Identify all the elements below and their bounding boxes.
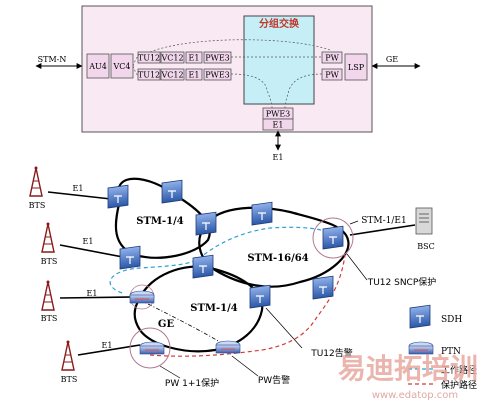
ge-label: GE bbox=[386, 55, 398, 64]
bts-tower-icon bbox=[41, 222, 55, 253]
legend-ptn-label: PTN bbox=[441, 347, 461, 357]
flow-au-to-a bbox=[132, 56, 139, 67]
ring-left-bottom-label: STM-1/4 bbox=[190, 303, 237, 314]
flow-pw-down bbox=[284, 73, 323, 109]
sncp-circle bbox=[312, 217, 354, 259]
bts3-label: BTS bbox=[41, 314, 58, 323]
flow-arc-top bbox=[149, 39, 331, 53]
e1-a-block bbox=[185, 51, 203, 64]
au4-block bbox=[86, 53, 110, 79]
legend-ptn-icon bbox=[408, 341, 434, 355]
sdh-node bbox=[107, 184, 129, 209]
pw-protect-label: PW 1+1保护 bbox=[165, 377, 219, 389]
legend-work-label: 工作路径 bbox=[441, 364, 477, 376]
bts-tower-icon bbox=[29, 166, 43, 197]
lsp-block bbox=[344, 53, 368, 81]
ptn-node bbox=[129, 290, 155, 304]
top-diagram: STM-N GE 分组交换 AU4 VC4 TU12 VC12 E1 PWE3 … bbox=[35, 5, 421, 162]
legend: SDH PTN 工作路径 保护路径 bbox=[408, 304, 477, 391]
ring-left-top-label: STM-1/4 bbox=[136, 216, 183, 227]
tu12-a-block bbox=[137, 51, 161, 64]
sdh-node bbox=[119, 245, 141, 270]
bts4-label: BTS bbox=[61, 375, 78, 384]
vc12-b-label: VC12 bbox=[160, 71, 183, 80]
sdh-node bbox=[312, 275, 334, 300]
bts2-link bbox=[59, 244, 129, 259]
protect-path-line bbox=[149, 254, 346, 357]
pwe3-b-block bbox=[203, 68, 232, 81]
bsc-label: BSC bbox=[417, 242, 434, 251]
ge-ring-label: GE bbox=[158, 319, 175, 330]
pw-a-label: PW bbox=[325, 54, 339, 63]
vc12-a-block bbox=[160, 51, 185, 64]
bts1-label: BTS bbox=[29, 201, 46, 210]
stm-n-label: STM-N bbox=[38, 55, 67, 64]
vc12-a-label: VC12 bbox=[160, 54, 183, 63]
bsc-server-icon bbox=[415, 207, 433, 235]
pw-protect-leader bbox=[159, 365, 181, 379]
bts-tower-icon bbox=[61, 340, 75, 371]
bts2-label: BTS bbox=[41, 257, 58, 266]
e1-link-label-3: E1 bbox=[87, 289, 98, 298]
bts-tower-icon bbox=[41, 280, 55, 311]
sdh-node bbox=[192, 254, 214, 279]
e1-bottom-interface-label: E1 bbox=[273, 153, 284, 162]
tu12-sncp-label: TU12 SNCP保护 bbox=[367, 276, 437, 288]
tu12-alarm-leader bbox=[265, 307, 303, 349]
tu12-b-block bbox=[137, 68, 161, 81]
flow-row-b-down bbox=[230, 73, 273, 109]
e1-link-label-2: E1 bbox=[83, 237, 94, 246]
tu12-alarm-label: TU12告警 bbox=[310, 347, 353, 359]
pwe3-a-label: PWE3 bbox=[205, 54, 230, 63]
pw-alarm-label: PW告警 bbox=[258, 374, 290, 386]
sncp-leader bbox=[346, 253, 368, 281]
pw-a-block bbox=[321, 51, 343, 64]
vc12-b-block bbox=[160, 68, 185, 81]
au4-label: AU4 bbox=[88, 62, 107, 71]
sdh-node bbox=[322, 225, 344, 250]
e1-link-label-4: E1 bbox=[102, 341, 113, 350]
e1-a-label: E1 bbox=[189, 54, 200, 63]
lsp-label: LSP bbox=[348, 63, 365, 72]
sdh-node bbox=[251, 201, 273, 226]
pwe3-a-block bbox=[203, 51, 232, 64]
stm-e1-leader bbox=[349, 220, 359, 225]
pwe3-b-label: PWE3 bbox=[205, 71, 230, 80]
pwe3-bottom-label: PWE3 bbox=[266, 110, 291, 119]
pw-backup-line bbox=[139, 299, 226, 346]
stm-e1-label: STM-1/E1 bbox=[361, 216, 406, 226]
legend-sdh-icon bbox=[409, 304, 431, 329]
network: BTS BTS BTS BTS BSC E1 E1 E1 E1 STM-1/4 … bbox=[29, 166, 437, 389]
e1-bottom-block bbox=[262, 118, 294, 131]
e1-link-label-1: E1 bbox=[73, 184, 84, 193]
pw-b-label: PW bbox=[325, 71, 339, 80]
pw-alarm-leader bbox=[231, 355, 259, 377]
tu12-a-label: TU12 bbox=[138, 54, 160, 63]
legend-sdh-label: SDH bbox=[441, 315, 462, 325]
ring-left-top bbox=[114, 177, 211, 259]
e1-bottom-label: E1 bbox=[273, 121, 284, 130]
pw-b-block bbox=[321, 68, 343, 81]
tu12-b-label: TU12 bbox=[138, 71, 160, 80]
flow-au-to-b bbox=[132, 65, 139, 76]
ptn-node bbox=[215, 340, 241, 354]
watermark-brand: 易迪拓培训 bbox=[338, 352, 478, 385]
watermark: 易迪拓培训 www.edatop.com bbox=[338, 352, 478, 401]
packet-switch-box bbox=[243, 15, 315, 105]
pw-protect-circle bbox=[129, 327, 171, 369]
packet-switch-title: 分组交换 bbox=[259, 17, 300, 30]
ring-center-label: STM-16/64 bbox=[247, 253, 308, 264]
bts3-link bbox=[59, 296, 133, 299]
legend-protect-label: 保护路径 bbox=[441, 379, 477, 391]
sdh-node bbox=[161, 179, 183, 204]
e1-b-block bbox=[185, 68, 203, 81]
ptn-node bbox=[139, 341, 165, 355]
watermark-url: www.edatop.com bbox=[372, 390, 458, 401]
sdh-node bbox=[195, 211, 217, 236]
vc4-label: VC4 bbox=[113, 62, 131, 71]
bsc-link bbox=[349, 224, 416, 236]
e1-b-label: E1 bbox=[189, 71, 200, 80]
sdh-node bbox=[249, 284, 271, 309]
